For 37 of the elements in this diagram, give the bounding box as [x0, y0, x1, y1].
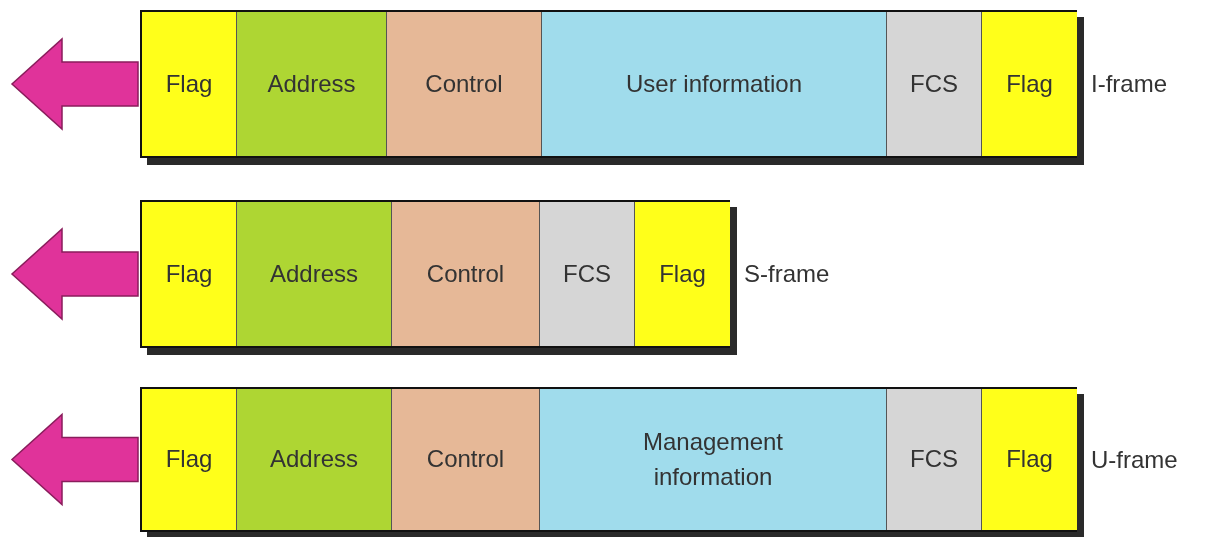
field-name: Address — [269, 258, 358, 289]
address-field — [237, 202, 392, 346]
field-name: Flag — [1006, 68, 1053, 99]
field-name: Flag — [1006, 444, 1053, 475]
control-field — [387, 12, 542, 156]
field-name: Management information — [641, 426, 785, 492]
control-field — [392, 389, 540, 530]
field-name: Flag — [165, 258, 213, 289]
field-name: Control — [426, 258, 505, 289]
field-name: Flag — [165, 68, 213, 99]
field-name: FCS — [910, 444, 958, 475]
field-name: FCS — [563, 258, 611, 289]
information-field — [540, 389, 887, 530]
frame-type-label: I-frame — [1091, 70, 1167, 98]
field-name: User information — [625, 68, 803, 99]
flag-field — [142, 202, 237, 346]
field-name: Address — [269, 444, 358, 475]
flag-field — [982, 389, 1077, 530]
field-name: FCS — [910, 68, 958, 99]
field-name: Address — [267, 68, 356, 99]
flag-field — [142, 389, 237, 530]
field-name: Flag — [165, 444, 213, 475]
fcs-field — [540, 202, 635, 346]
address-field — [237, 389, 392, 530]
field-name: Control — [426, 444, 505, 475]
address-field — [237, 12, 387, 156]
flag-field — [982, 12, 1077, 156]
information-field — [542, 12, 887, 156]
flag-field — [635, 202, 730, 346]
flag-field — [142, 12, 237, 156]
fcs-field — [887, 389, 982, 530]
frame-type-label: U-frame — [1091, 445, 1178, 474]
field-name: Flag — [659, 258, 706, 289]
field-name: Control — [425, 68, 503, 99]
frame-type-label: S-frame — [744, 260, 830, 288]
fcs-field — [887, 12, 982, 156]
control-field — [392, 202, 540, 346]
